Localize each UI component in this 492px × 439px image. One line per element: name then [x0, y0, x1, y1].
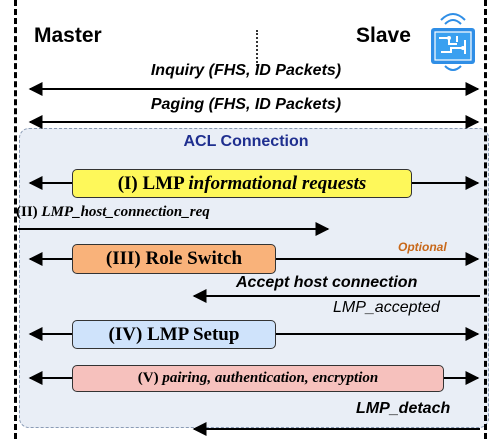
phase-informational-requests: (I) LMP informational requests	[72, 169, 412, 198]
phase-lmp-setup: (IV) LMP Setup	[72, 320, 276, 349]
master-lifeline	[14, 0, 17, 439]
acl-connection-title: ACL Connection	[183, 133, 309, 150]
inquiry-label: Inquiry (FHS, ID Packets)	[150, 62, 342, 79]
phase-pairing-suffix: pairing, authentication, encryption	[162, 370, 379, 386]
host-connection-req-label: (II) LMP_host_connection_req	[16, 204, 210, 221]
host-connection-req-text: LMP_host_connection_req	[41, 204, 210, 220]
phase-role-switch: (III) Role Switch	[72, 244, 276, 274]
accept-host-connection-label: Accept host connection	[236, 274, 418, 291]
lmp-accepted-label: LMP_accepted	[333, 299, 440, 316]
phase-informational-suffix: informational requests	[188, 172, 367, 194]
circuit-chip-icon	[431, 13, 475, 71]
slave-lifeline	[484, 0, 487, 439]
slave-title: Slave	[356, 24, 411, 47]
lmp-detach-label: LMP_detach	[356, 400, 451, 417]
phase-pairing: (V) pairing, authentication, encryption	[72, 365, 444, 392]
master-title: Master	[34, 24, 102, 47]
paging-label: Paging (FHS, ID Packets)	[150, 96, 342, 113]
phase-pairing-prefix: (V)	[137, 370, 163, 386]
host-connection-req-prefix: (II)	[16, 204, 42, 220]
phase-informational-prefix: (I) LMP	[117, 172, 189, 194]
optional-label: Optional	[398, 240, 447, 254]
separator-dots	[256, 30, 258, 66]
